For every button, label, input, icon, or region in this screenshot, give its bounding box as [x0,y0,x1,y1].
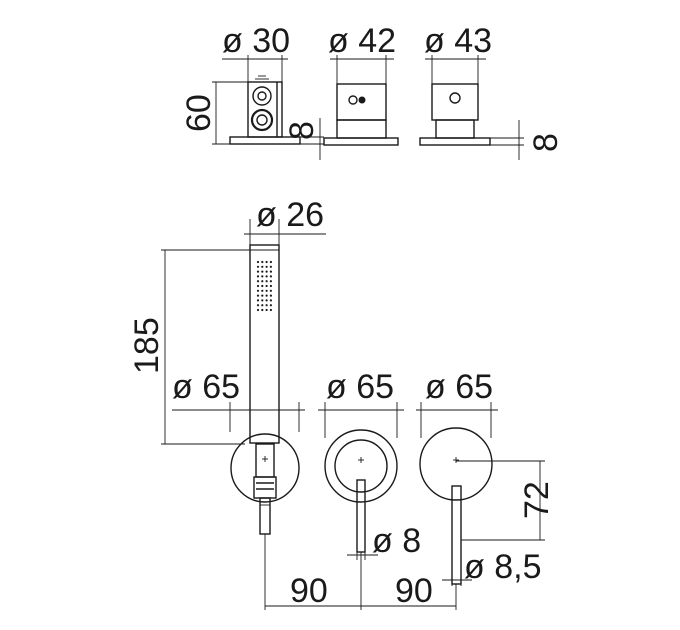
shower-nozzle-dot [265,265,268,268]
shower-nozzle-dot [265,270,268,273]
shower-nozzle-dot [265,289,268,292]
diverter-front [318,402,404,560]
dimension-offset-height: 72 [518,481,556,519]
dimension-lever-b: ø 8,5 [464,548,541,586]
shower-nozzle-dot [269,284,272,288]
shower-nozzle-dot [256,308,260,312]
shower-nozzle-dot [261,284,264,288]
dimension-lever-a: ø 8 [372,522,421,560]
shower-nozzle-dot [265,280,268,283]
shower-nozzle-dot [256,270,260,273]
shower-nozzle-dot [265,299,268,302]
dimension-shower-height: 185 [128,317,166,374]
shower-nozzle-dot [269,294,272,297]
dimension-top-height: 60 [180,94,218,132]
shower-nozzle-dot [265,304,268,307]
shower-nozzle-dot [265,275,268,278]
dimension-plate-a: ø 65 [172,368,240,406]
dimension-top-plate-right: 8 [527,133,565,152]
shower-nozzle-dot [256,294,260,297]
shower-nozzle-dot [265,260,268,264]
shower-nozzle-pattern [256,260,272,312]
dimension-top-plate-left: 8 [283,121,321,140]
spacing-dimensions [264,534,457,610]
shower-nozzle-dot [269,275,272,278]
mixer-front [416,402,545,586]
shower-nozzle-dot [265,284,268,288]
shower-nozzle-dot [269,270,272,273]
dimension-top-w3: ø 43 [424,22,492,60]
side-view-thermostat [212,55,324,160]
shower-nozzle-dot [256,304,260,307]
shower-nozzle-dot [261,275,264,278]
shower-nozzle-dot [261,280,264,283]
hand-shower-assembly [161,219,326,535]
shower-nozzle-dot [269,265,272,268]
shower-nozzle-dot [261,270,264,273]
shower-nozzle-dot [256,289,260,292]
shower-nozzle-dot [261,260,264,264]
shower-nozzle-dot [265,308,268,312]
side-view-diverter [323,55,399,146]
shower-nozzle-dot [261,289,264,292]
shower-nozzle-dot [256,299,260,302]
shower-nozzle-dot [269,289,272,292]
shower-nozzle-dot [261,299,264,302]
dimension-shower-width: ø 26 [256,196,324,234]
dimension-spacing-b: 90 [395,572,433,610]
shower-nozzle-dot [256,260,260,264]
shower-nozzle-dot [265,294,268,297]
shower-nozzle-dot [269,260,272,264]
shower-nozzle-dot [269,304,272,307]
dimension-plate-c: ø 65 [425,368,493,406]
shower-nozzle-dot [261,308,264,312]
shower-nozzle-dot [261,265,264,268]
dimension-spacing-a: 90 [290,572,328,610]
shower-nozzle-dot [261,294,264,297]
side-view-mixer [419,55,524,160]
shower-nozzle-dot [269,280,272,283]
shower-nozzle-dot [256,265,260,268]
dimension-top-w1: ø 30 [222,22,290,60]
shower-nozzle-dot [269,308,272,312]
dimension-top-w2: ø 42 [328,22,396,60]
shower-nozzle-dot [256,275,260,278]
shower-nozzle-dot [256,280,260,283]
shower-nozzle-dot [256,284,260,288]
shower-nozzle-dot [269,299,272,302]
shower-nozzle-dot [261,304,264,307]
dimension-plate-b: ø 65 [326,368,394,406]
